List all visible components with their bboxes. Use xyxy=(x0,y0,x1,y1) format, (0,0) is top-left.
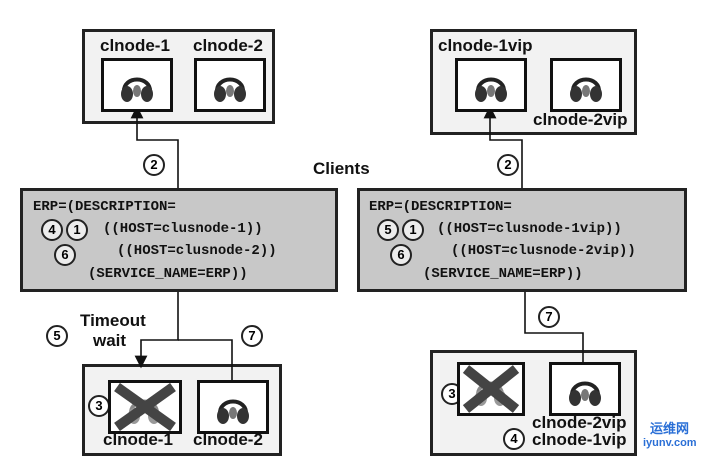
top-right-node1-label: clnode-1vip xyxy=(438,36,533,55)
top-right-node2-label: clnode-2vip xyxy=(533,110,628,129)
headphones-icon xyxy=(475,77,507,102)
top-left-node2-label: clnode-2 xyxy=(193,36,263,55)
step-2-left: 2 xyxy=(143,154,165,176)
step-7-right: 7 xyxy=(538,306,560,328)
x-cross-icon xyxy=(462,365,520,413)
top-right-node2[interactable] xyxy=(550,58,622,112)
right-config-line3: ((HOST=clusnode-2vip)) xyxy=(451,243,636,259)
bottom-left-node1-label: clnode-1 xyxy=(103,430,173,449)
left-config-line1: ERP=(DESCRIPTION= xyxy=(33,199,176,215)
bottom-left-node1-failed[interactable] xyxy=(108,380,182,434)
timeout-label: Timeout xyxy=(80,311,146,330)
top-left-node1-label: clnode-1 xyxy=(100,36,170,55)
bottom-right-node2-label: clnode-2vip xyxy=(532,413,627,432)
headphones-icon xyxy=(217,399,249,424)
bottom-right-node2[interactable] xyxy=(549,362,621,416)
bottom-right-node1-failed[interactable] xyxy=(457,362,525,416)
headphones-icon xyxy=(569,381,601,406)
step-4-right: 4 xyxy=(503,428,525,450)
right-config-line2: ((HOST=clusnode-1vip)) xyxy=(437,221,622,237)
x-cross-icon xyxy=(114,383,176,431)
clients-label: Clients xyxy=(313,159,370,178)
headphones-icon xyxy=(121,77,153,102)
step-3-left: 3 xyxy=(88,395,110,417)
top-left-node1[interactable] xyxy=(101,58,173,112)
step-1-right: 1 xyxy=(402,219,424,241)
headphones-icon xyxy=(214,77,246,102)
top-right-node1[interactable] xyxy=(455,58,527,112)
bottom-left-node2-label: clnode-2 xyxy=(193,430,263,449)
step-1-left: 1 xyxy=(66,219,88,241)
step-2-right: 2 xyxy=(497,154,519,176)
watermark-url: iyunv.com xyxy=(643,437,697,449)
step-4-left: 4 xyxy=(41,219,63,241)
right-config-line1: ERP=(DESCRIPTION= xyxy=(369,199,512,215)
step-6-right: 6 xyxy=(390,244,412,266)
watermark-text: 运维网 xyxy=(650,421,690,436)
left-config-line3: ((HOST=clusnode-2)) xyxy=(117,243,277,259)
top-left-node2[interactable] xyxy=(194,58,266,112)
step-6-left: 6 xyxy=(54,244,76,266)
step-5-right: 5 xyxy=(377,219,399,241)
right-config-line4: (SERVICE_NAME=ERP)) xyxy=(423,266,583,282)
wait-label: wait xyxy=(93,331,127,350)
bottom-left-node2[interactable] xyxy=(197,380,269,434)
bottom-right-node1-label: clnode-1vip xyxy=(532,430,627,449)
left-config-line2: ((HOST=clusnode-1)) xyxy=(103,221,263,237)
step-7-left: 7 xyxy=(241,325,263,347)
left-config-line4: (SERVICE_NAME=ERP)) xyxy=(88,266,248,282)
step-5-left: 5 xyxy=(46,325,68,347)
headphones-icon xyxy=(570,77,602,102)
